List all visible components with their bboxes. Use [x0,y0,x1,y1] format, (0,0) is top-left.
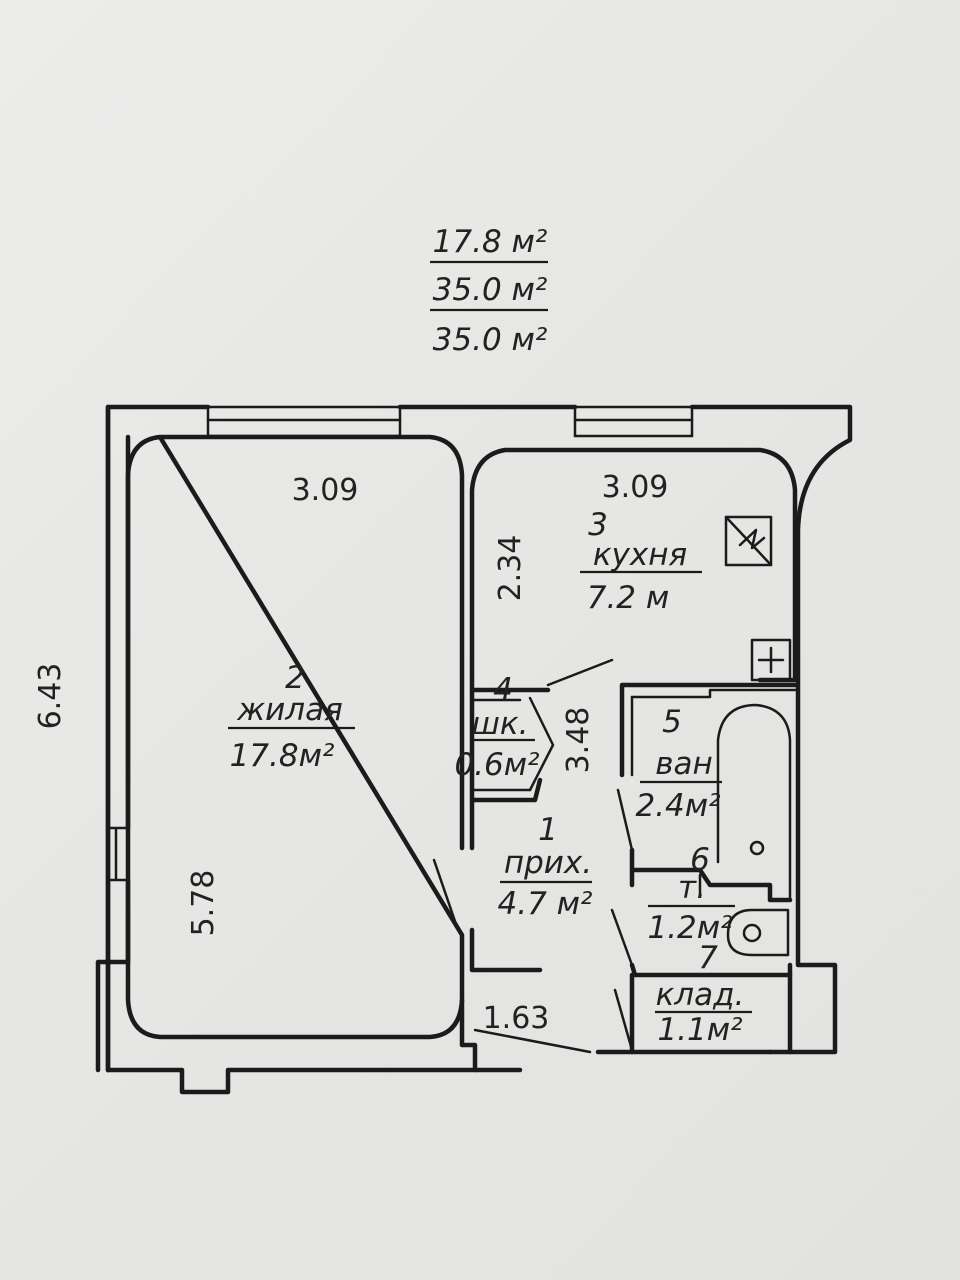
label-living: 2 жилая 17.8м² [228,660,355,774]
closet [469,687,555,803]
kitchen-door [546,658,614,687]
label-storage: 7 клад. 1.1м² [655,940,752,1048]
dim-entry-width: 1.63 [483,1001,550,1036]
dimensions: 3.09 3.09 2.34 3.48 5.78 6.43 1.63 [33,470,668,1036]
dim-kitchen-depth: 2.34 [493,535,528,602]
room-area: 1.1м² [657,1012,742,1048]
room-number: 6 [690,842,710,878]
room-name: т. [678,870,706,906]
room-name: жилая [236,692,343,728]
total-area: 35.0 м² [433,272,548,308]
room-area: 17.8м² [230,738,335,774]
dim-overall-depth: 6.43 [33,663,68,730]
room-area: 1.2м² [647,910,732,946]
room-number: 3 [588,507,608,543]
room-number: 5 [662,704,682,740]
room-name: кухня [593,537,687,573]
living-area-total: 17.8 м² [433,224,548,260]
room-area: 2.4м² [635,788,720,824]
drain-icon [749,840,765,856]
label-toilet: 6 т. 1.2м² [647,842,735,946]
bathtub-icon [716,703,792,902]
general-area: 35.0 м² [433,322,548,358]
label-kitchen: 3 кухня 7.2 м [580,507,702,616]
room-number: 7 [698,940,718,976]
room-number: 4 [493,672,513,708]
room-name: прих. [504,845,592,881]
living-door [432,858,460,932]
dim-living-width: 3.09 [292,473,359,508]
toilet-bottom-wall [629,962,793,978]
storage-room [613,972,793,1055]
room-area: 4.7 м² [498,886,593,922]
toilet-icon [726,908,790,957]
kitchen-outline [469,447,798,851]
label-bath: 5 ван 2.4м² [635,704,722,824]
dim-living-depth: 5.78 [186,870,221,937]
stove-icon [724,515,773,567]
toilet-door [610,908,634,967]
area-summary: 17.8 м² 35.0 м² 35.0 м² [430,224,548,358]
room-area: 7.2 м [587,580,670,616]
room-number: 2 [285,660,305,696]
dim-hall-depth: 3.48 [561,707,596,774]
label-hall: 1 прих. 4.7 м² [498,812,593,922]
room-name: ван [655,746,713,782]
hallway [459,927,592,1073]
label-closet: 4 шк. 0.6м² [454,672,539,783]
bath-block [616,682,798,903]
room-name: шк. [472,706,529,742]
dim-kitchen-width: 3.09 [602,470,669,505]
room-name: клад. [656,977,745,1013]
living-room-outline [125,434,465,1040]
room-area: 0.6м² [454,747,539,783]
room-number: 1 [538,812,558,848]
sink-icon [750,638,792,682]
